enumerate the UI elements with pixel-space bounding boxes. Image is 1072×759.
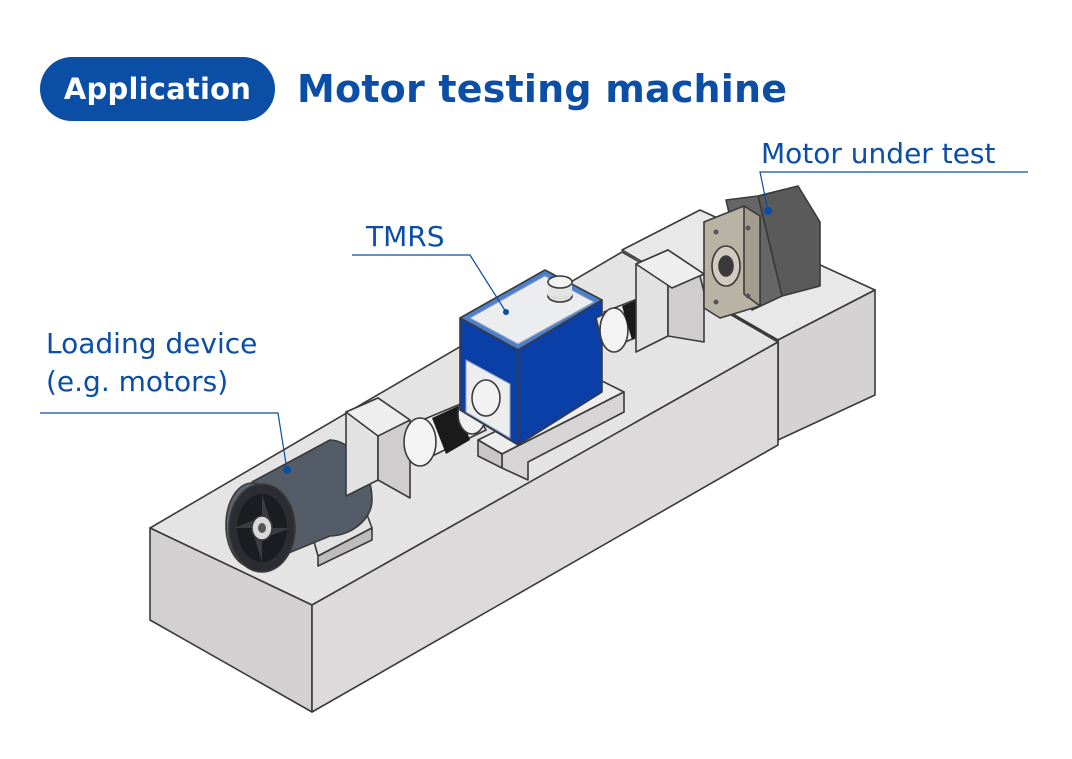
application-badge: Application — [40, 57, 275, 121]
callout-leaders — [40, 171, 1028, 471]
label-tmrs: TMRS — [366, 220, 445, 253]
label-loading-device-line1: Loading device — [46, 327, 258, 360]
leader-motor-under-test — [759, 171, 1028, 212]
right-bearing-block — [635, 249, 727, 353]
motor-under-test — [703, 185, 821, 319]
label-motor-under-test: Motor under test — [761, 137, 996, 170]
page-title: Motor testing machine — [297, 67, 788, 111]
label-loading-device: Loading device (e.g. motors) — [46, 325, 257, 401]
label-loading-device-line2: (e.g. motors) — [46, 365, 229, 398]
left-bearing-block — [345, 397, 411, 499]
page-header: Application Motor testing machine — [40, 57, 787, 121]
loading-device-motor — [225, 439, 373, 573]
leader-loading-device — [40, 412, 288, 471]
leader-tmrs — [352, 254, 507, 313]
